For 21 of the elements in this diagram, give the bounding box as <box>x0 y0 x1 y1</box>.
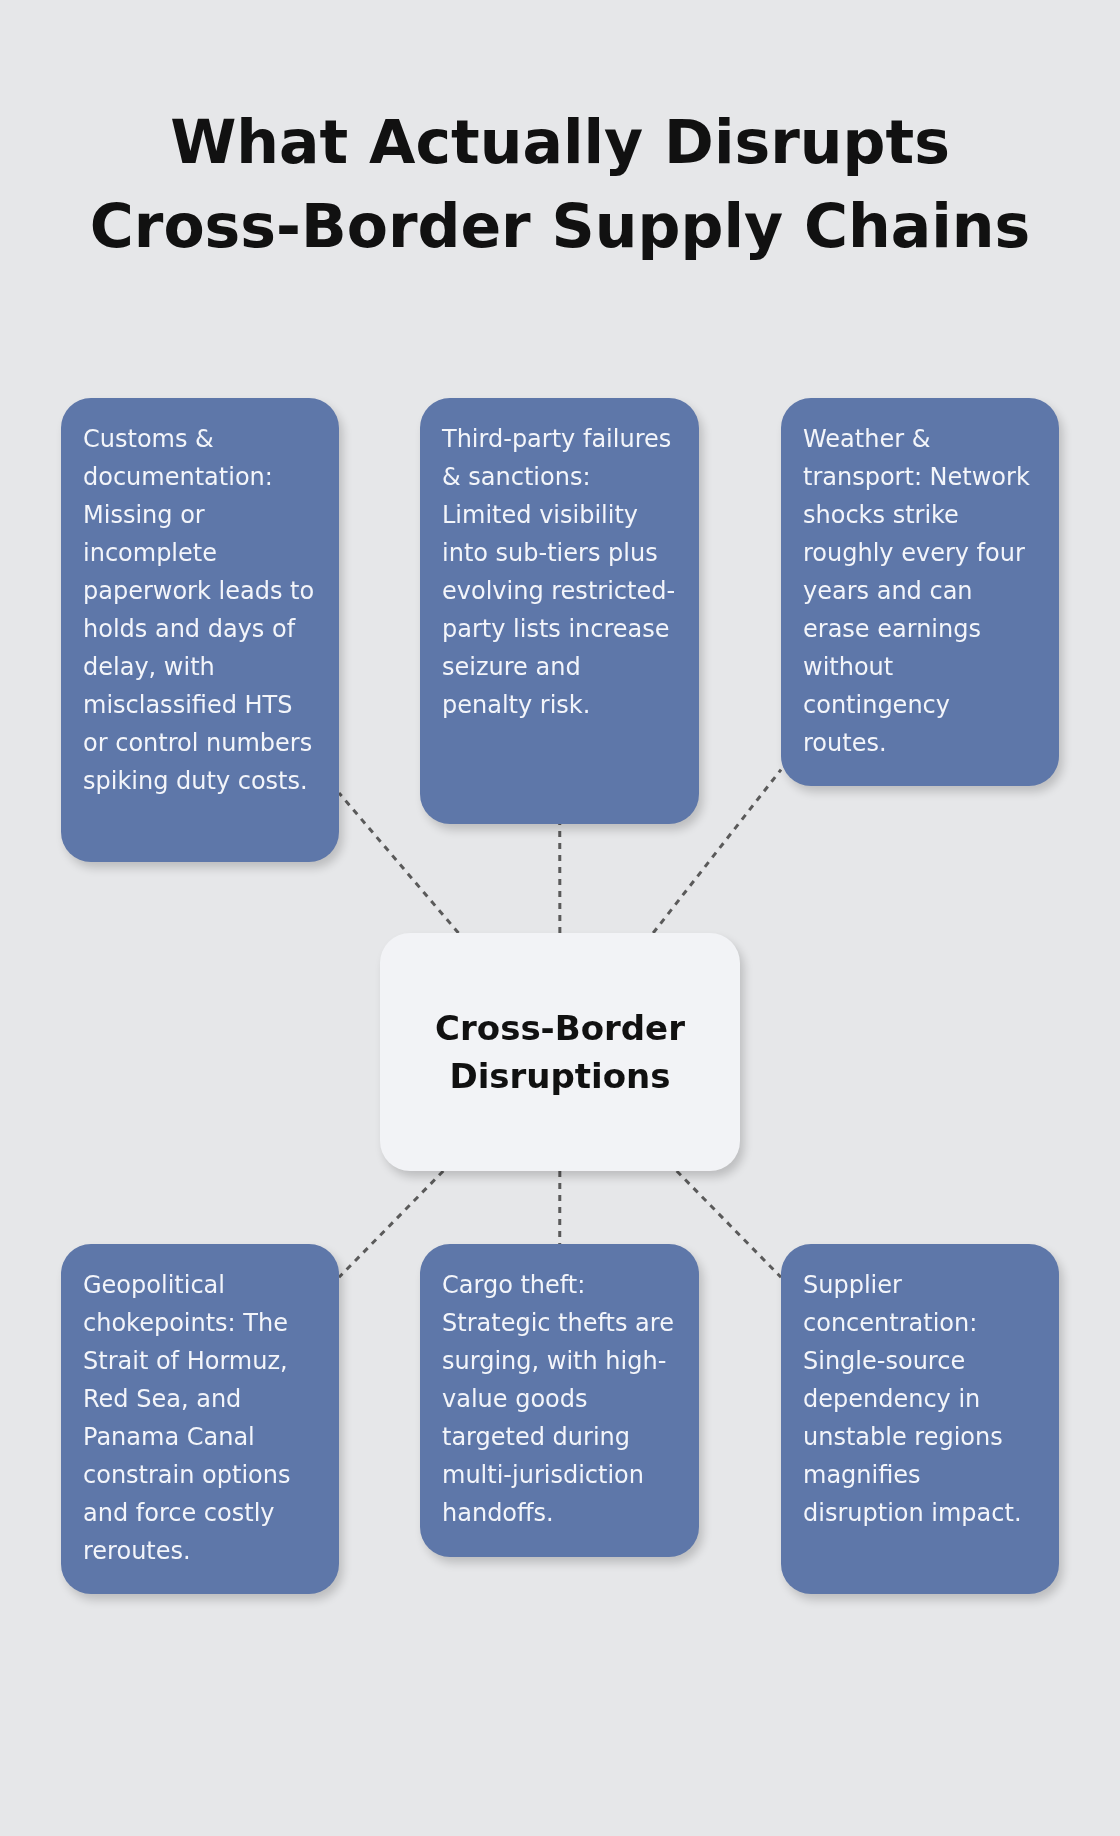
topic-card <box>61 1244 339 1594</box>
title: What Actually Disrupts Cross-Border Supply Chains <box>88 106 1032 263</box>
connector-line <box>337 1169 445 1279</box>
connector-line <box>337 791 460 934</box>
connector-line <box>558 1171 562 1244</box>
topic-description: Weather & transport: Network shocks strike roughly every four years and can erase earnings without contingency routes. <box>803 424 1031 759</box>
connector-line <box>675 1169 783 1279</box>
topic-card <box>61 398 339 862</box>
topic-card <box>420 398 699 824</box>
topic-description: Cargo theft: Strategic thefts are surging, with high-value goods targeted during multi-jurisdiction handoffs. <box>442 1270 675 1529</box>
topic-card <box>420 1244 699 1557</box>
topic-description: Third-party failures & sanctions: Limited visibility into sub-tiers plus evolving restricted-party lists increase seizure and penalty risk. <box>442 424 677 721</box>
connector-line <box>558 824 562 933</box>
topic-description: Geopolitical chokepoints: The Strait of Hormuz, Red Sea, and Panama Canal constrain options and force costly reroutes. <box>83 1270 292 1567</box>
topic-description: Customs & documentation: Missing or incomplete paperwork leads to holds and days of delay, with misclassified HTS or control numbers spiking duty costs. <box>83 424 316 797</box>
connector-line <box>651 768 783 934</box>
topic-description: Supplier concentration: Single-source dependency in unstable regions magnifies disruption impact. <box>803 1270 1023 1529</box>
topic-card <box>781 398 1059 786</box>
topic-title: Cross-Border Disruptions <box>434 1007 686 1098</box>
topic-card <box>781 1244 1059 1594</box>
central-topic-box <box>380 933 740 1171</box>
